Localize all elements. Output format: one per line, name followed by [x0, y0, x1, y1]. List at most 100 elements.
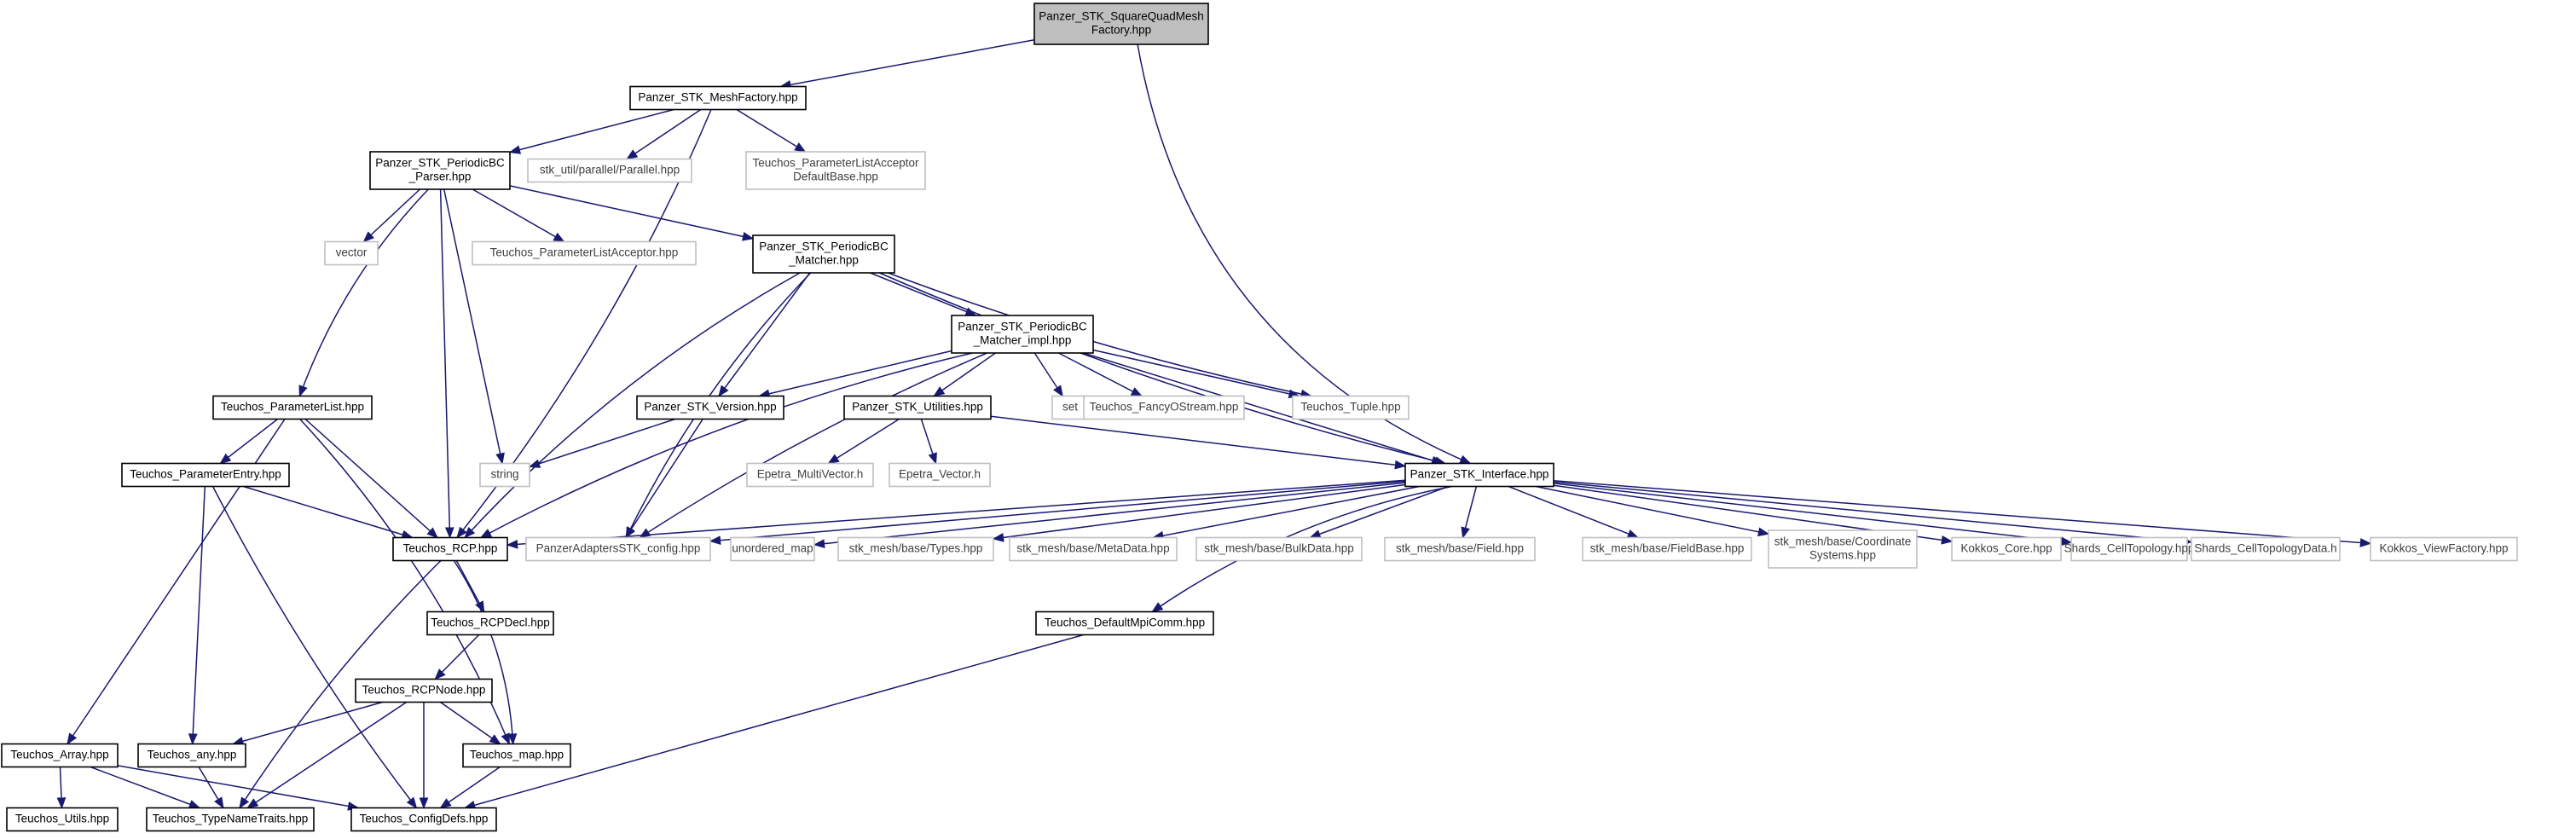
edge-utilities-to-epetrav: [920, 419, 937, 465]
edge-matcher-to-version: [718, 272, 811, 397]
node-plistacc: Teuchos_ParameterListAcceptor.hpp: [472, 240, 697, 266]
node-label: Teuchos_ParameterList.hpp: [221, 401, 364, 414]
node-metadata: stk_mesh/base/MetaData.hpp: [1009, 536, 1178, 562]
node-field: stk_mesh/base/Field.hpp: [1384, 536, 1536, 562]
edge-rcpdecl-to-rcpnode: [434, 634, 480, 680]
node-box: [472, 240, 697, 266]
node-matcherimpl[interactable]: Panzer_STK_PeriodicBC_Matcher_impl.hpp: [951, 315, 1094, 354]
node-typenametraits[interactable]: Teuchos_TypeNameTraits.hpp: [146, 807, 315, 832]
node-fieldbase: stk_mesh/base/FieldBase.hpp: [1582, 536, 1752, 562]
edge-rcpnode-to-map: [439, 701, 501, 745]
node-tuple: Teuchos_Tuple.hpp: [1292, 395, 1410, 420]
edge-rcpnode-to-typenametraits: [246, 701, 408, 809]
node-epetrav: Epetra_Vector.h: [889, 462, 991, 488]
node-label: Teuchos_FancyOStream.hpp: [1090, 401, 1239, 414]
node-box: [889, 462, 991, 488]
edge-matcherimpl-to-version: [758, 350, 952, 398]
node-box: [1083, 395, 1245, 420]
node-plist[interactable]: Teuchos_ParameterList.hpp: [212, 395, 373, 420]
node-label: stk_mesh/base/MetaData.hpp: [1016, 542, 1169, 555]
node-box: [837, 536, 994, 562]
edge-utilities-to-interface: [990, 415, 1407, 470]
node-label: Panzer_STK_Interface.hpp: [1410, 468, 1549, 481]
node-box: [1035, 610, 1214, 636]
edge-matcherimpl-to-rcp: [479, 352, 973, 539]
node-label: Panzer_STK_MeshFactory.hpp: [638, 91, 797, 104]
node-label: PanzerAdaptersSTK_config.hpp: [536, 542, 701, 555]
node-utils[interactable]: Teuchos_Utils.hpp: [6, 807, 119, 832]
node-rcpdecl[interactable]: Teuchos_RCPDecl.hpp: [426, 610, 554, 636]
node-box: [629, 85, 807, 111]
node-label: Epetra_MultiVector.h: [757, 468, 864, 481]
node-array[interactable]: Teuchos_Array.hpp: [1, 743, 119, 768]
node-label: Epetra_Vector.h: [899, 468, 981, 481]
node-label: stk_mesh/base/Field.hpp: [1396, 542, 1524, 555]
node-label: Teuchos_ConfigDefs.hpp: [360, 813, 489, 825]
node-periodicparser[interactable]: Panzer_STK_PeriodicBC_Parser.hpp: [369, 151, 511, 190]
node-pentry[interactable]: Teuchos_ParameterEntry.hpp: [121, 462, 290, 488]
node-rcp[interactable]: Teuchos_RCP.hpp: [392, 536, 508, 562]
node-box: [462, 743, 571, 768]
edge-any-to-typenametraits: [198, 767, 224, 809]
node-label: Shards_CellTopology.hpp: [2064, 542, 2195, 555]
edge-interface-to-fieldbase: [1508, 485, 1640, 539]
node-box: [746, 462, 874, 488]
node-fancyostream: Teuchos_FancyOStream.hpp: [1083, 395, 1245, 420]
edge-array-to-typenametraits: [90, 766, 201, 809]
edge-utilities-to-epetramv: [827, 418, 900, 465]
node-epetramv: Epetra_MultiVector.h: [746, 462, 874, 488]
node-box: [146, 807, 315, 832]
edge-matcher-to-matcherimpl: [870, 272, 977, 316]
node-box: [1384, 536, 1536, 562]
node-version[interactable]: Panzer_STK_Version.hpp: [636, 395, 784, 420]
edge-array-to-configdefs: [117, 765, 360, 811]
edge-interface-to-viewfactory: [1553, 479, 2372, 547]
node-label: Teuchos_map.hpp: [470, 749, 564, 761]
node-types: stk_mesh/base/Types.hpp: [837, 536, 994, 562]
node-box: [479, 462, 530, 488]
node-label: Teuchos_Tuple.hpp: [1300, 401, 1400, 414]
node-label: Teuchos_ParameterListAcceptor.hpp: [490, 246, 679, 259]
node-label: Teuchos_RCPDecl.hpp: [431, 616, 550, 629]
edge-periodicparser-to-plistacc: [472, 188, 565, 243]
node-box: [137, 743, 246, 768]
node-label: Shards_CellTopologyData.h: [2194, 542, 2336, 555]
edge-matcherimpl-to-utilities: [933, 352, 996, 397]
node-label: Systems.hpp: [1809, 549, 1876, 562]
node-matcher[interactable]: Panzer_STK_PeriodicBC_Matcher.hpp: [752, 234, 895, 274]
edge-mpicomm-to-configdefs: [463, 634, 1085, 810]
node-box: [1768, 529, 1918, 569]
node-label: _Parser.hpp: [408, 171, 472, 183]
edge-rcp-to-typenametraits: [239, 559, 442, 809]
edge-array-to-utils: [56, 767, 67, 809]
edge-interface-to-field: [1461, 486, 1478, 539]
node-box: [1292, 395, 1410, 420]
node-label: _Matcher_impl.hpp: [973, 334, 1072, 347]
node-rcpnode[interactable]: Teuchos_RCPNode.hpp: [355, 678, 493, 703]
node-vector: vector: [324, 240, 379, 266]
edge-pentry-to-configdefs: [211, 486, 418, 809]
node-box: [1033, 3, 1209, 45]
node-interface[interactable]: Panzer_STK_Interface.hpp: [1404, 462, 1554, 488]
node-box: [1582, 536, 1752, 562]
node-utilities[interactable]: Panzer_STK_Utilities.hpp: [843, 395, 992, 420]
node-string: string: [479, 462, 530, 488]
edge-periodicparser-to-vector: [362, 188, 420, 243]
node-label: Teuchos_any.hpp: [148, 749, 237, 761]
node-mpicomm[interactable]: Teuchos_DefaultMpiComm.hpp: [1035, 610, 1214, 636]
node-box: [1009, 536, 1178, 562]
node-meshfactory[interactable]: Panzer_STK_MeshFactory.hpp: [629, 85, 807, 111]
node-label: Panzer_STK_Version.hpp: [644, 401, 776, 414]
edge-interface-to-bulkdata: [1309, 485, 1449, 539]
node-box: [951, 315, 1094, 354]
node-label: Factory.hpp: [1091, 24, 1151, 37]
edge-interface-to-metadata: [1151, 485, 1420, 541]
node-configdefs[interactable]: Teuchos_ConfigDefs.hpp: [350, 807, 497, 832]
node-any[interactable]: Teuchos_any.hpp: [137, 743, 246, 768]
node-label: unordered_map: [732, 542, 813, 555]
edge-matcherimpl-to-fancyostream: [1058, 352, 1143, 397]
node-map[interactable]: Teuchos_map.hpp: [462, 743, 571, 768]
edge-interface-to-celltopodata: [1553, 481, 2193, 547]
